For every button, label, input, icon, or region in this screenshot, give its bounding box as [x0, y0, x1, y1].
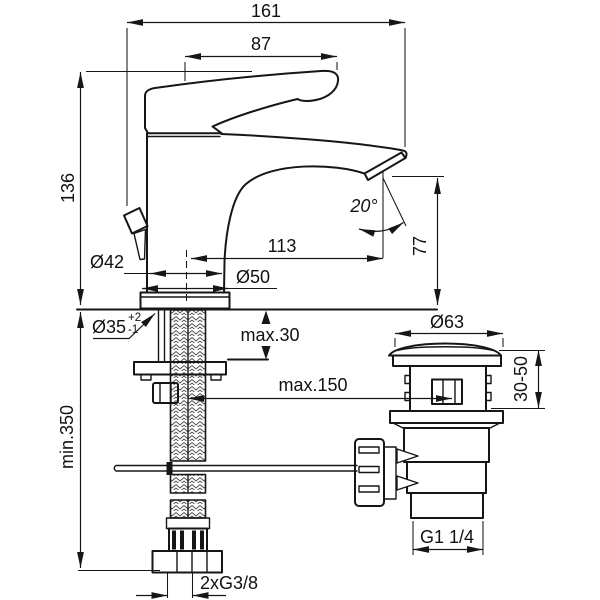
- hose-collar: [165, 517, 211, 530]
- dim-total-projection: 161: [126, 1, 406, 206]
- dim-waste-cap-diameter: Ø63: [394, 312, 504, 347]
- waste-lower-body: [406, 461, 487, 494]
- dim-hole-diameter: Ø35 +2 -1: [92, 312, 156, 340]
- dim-clamp-range: 30-50: [491, 349, 545, 410]
- dim-rod-reach-label: max.150: [278, 375, 347, 395]
- hose-nuts: [151, 550, 223, 574]
- dimension-annotations: 161 87 136 min.350 113: [57, 1, 545, 599]
- waste-wide-flange: [389, 410, 504, 424]
- spout-top-edge: [220, 133, 408, 159]
- dim-clamp-range-label: 30-50: [511, 356, 531, 402]
- dim-body-diameter-label: Ø42: [90, 252, 124, 272]
- dim-hose-threads-label: 2xG3/8: [200, 573, 258, 593]
- aerator-outlet: [363, 151, 407, 181]
- dim-handle-length-label: 87: [251, 34, 271, 54]
- supply-hoses: [151, 309, 223, 574]
- dim-body-height: 136: [58, 70, 252, 305]
- dim-outlet-height-label: 77: [410, 236, 430, 256]
- waste-flange: [392, 354, 502, 367]
- pop-up-knob: [123, 207, 149, 235]
- handle-lever: [144, 69, 340, 135]
- waste-assembly: [354, 342, 504, 519]
- mounting-nut: [152, 382, 179, 404]
- dim-waste-thread: G1 1/4: [412, 521, 484, 555]
- dim-min-clearance: min.350: [57, 312, 160, 572]
- mounting-bracket: [133, 361, 227, 381]
- threaded-stud: [157, 309, 166, 362]
- waste-thread-section: [410, 492, 484, 519]
- dim-deck-thickness: max.30: [240, 310, 300, 360]
- dim-base-diameter: Ø50: [142, 267, 277, 292]
- dim-spray-angle: 20°: [349, 177, 407, 237]
- pop-up-knob-stem: [133, 228, 147, 261]
- dim-hole-tolerance-minus: -1: [128, 324, 138, 336]
- dim-body-diameter: Ø42: [90, 252, 222, 277]
- base-flange: [139, 291, 231, 310]
- dim-total-projection-label: 161: [251, 1, 281, 21]
- dim-base-diameter-label: Ø50: [236, 267, 270, 287]
- dim-body-height-label: 136: [58, 173, 78, 203]
- dim-hose-threads: 2xG3/8: [136, 573, 258, 599]
- dim-rod-reach: max.150: [188, 375, 452, 402]
- dim-spray-angle-label: 20°: [349, 196, 377, 216]
- dim-hole-diameter-label: Ø35: [92, 317, 126, 337]
- pop-up-rod: [113, 462, 358, 475]
- waste-cap-crown: [396, 346, 494, 352]
- dim-deck-thickness-label: max.30: [240, 325, 299, 345]
- waste-cap: [388, 342, 502, 357]
- spout-underside: [223, 165, 366, 294]
- dim-handle-length: 87: [184, 34, 338, 81]
- dim-waste-thread-label: G1 1/4: [420, 527, 474, 547]
- dim-waste-cap-diameter-label: Ø63: [430, 312, 464, 332]
- faucet-and-waste-drawing: [76, 69, 504, 574]
- dim-outlet-height: 77: [392, 175, 444, 305]
- dim-hole-tolerance-plus: +2: [128, 312, 141, 324]
- dim-min-clearance-label: min.350: [57, 405, 77, 469]
- dim-spout-reach-label: 113: [268, 236, 297, 256]
- dim-spout-reach: 113: [185, 172, 384, 302]
- waste-window: [431, 378, 463, 405]
